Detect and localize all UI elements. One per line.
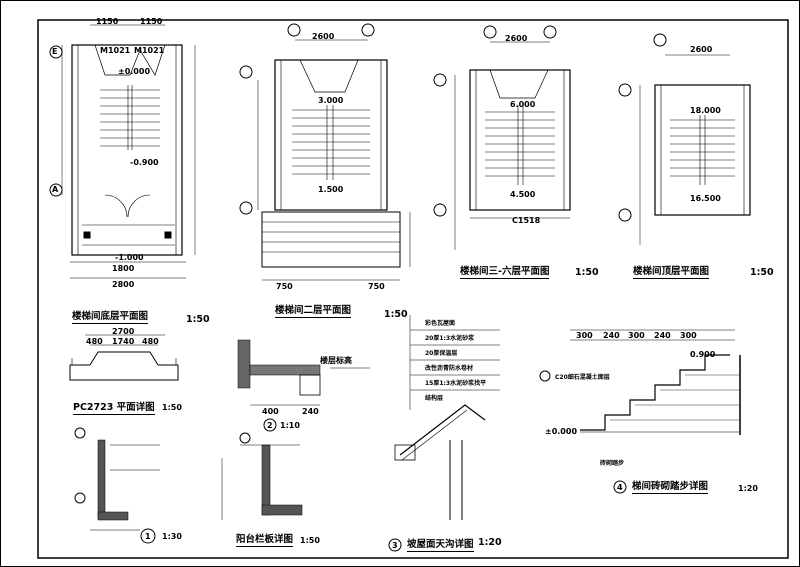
level-ground-3: -1.000 [115, 253, 144, 262]
dim-ground-top-1: 1150 [96, 17, 119, 26]
level-second-top: 3.000 [318, 96, 344, 105]
dim-roof-top: 2600 [690, 45, 713, 54]
third-sixth-floor-plan [433, 25, 571, 250]
dim-d4-tread-1: 300 [576, 331, 593, 340]
level-d4-a: 0.900 [690, 350, 716, 359]
title-second-floor-plan: 楼梯间二层平面图 [275, 302, 352, 318]
dim-second-bottom-2: 750 [368, 282, 385, 291]
dim-ground-total: 2800 [112, 280, 135, 289]
dim-d4-tread-2: 240 [603, 331, 620, 340]
callout-d2: 2 [267, 421, 273, 430]
title-brick-steps: 梯间砖砌踏步详图 [632, 478, 709, 494]
title-third-sixth-plan: 楼梯间三-六层平面图 [460, 263, 550, 279]
title-balcony-scale: 1:50 [300, 536, 320, 545]
callout-d1: 1 [145, 532, 151, 541]
roof-gutter-detail [388, 315, 500, 552]
window-tag-c1518: C1518 [512, 216, 541, 225]
dim-ground-bottom-mid: 1800 [112, 264, 135, 273]
title-brick-steps-scale: 1:20 [738, 484, 758, 493]
callout-d3: 3 [392, 541, 398, 550]
callout-d4: 4 [617, 483, 623, 492]
level-ground-2: -0.900 [130, 158, 159, 167]
axis-label-a: A [52, 185, 59, 194]
title-ground-scale: 1:50 [186, 314, 210, 325]
title-third-sixth-scale: 1:50 [575, 267, 599, 278]
dim-pc-total: 2700 [112, 327, 135, 336]
level-roof: 18.000 [690, 106, 721, 115]
title-roof-scale: 1:50 [750, 267, 774, 278]
note-roof-layer-5: 15厚1:3水泥砂浆找平 [425, 380, 487, 387]
ground-floor-plan [49, 24, 196, 279]
dim-d4-tread-4: 240 [654, 331, 671, 340]
brick-steps-detail [539, 329, 741, 494]
note-roof-layer-4: 改性沥青防水卷材 [425, 365, 474, 372]
title-second-scale: 1:50 [384, 309, 408, 320]
dim-d4-tread-3: 300 [628, 331, 645, 340]
note-roof-layer-3: 20厚保温层 [425, 350, 458, 357]
dim-second-top: 2600 [312, 32, 335, 41]
level-d4-b: ±0.000 [545, 427, 578, 436]
door-tag-m1021-1: M1021 [100, 46, 131, 55]
title-balcony: 阳台栏板详图 [236, 531, 294, 547]
dim-pc-part-2: 1740 [112, 337, 135, 346]
note-roof-layer-1: 彩色瓦屋面 [425, 320, 456, 327]
title-gutter-scale: 1:20 [478, 537, 502, 548]
axis-label-e: E [52, 47, 58, 56]
level-roof-b: 16.500 [690, 194, 721, 203]
balcony-rail-detail [221, 432, 303, 520]
title-detail1-scale: 1:30 [162, 532, 182, 541]
dim-d4-tread-5: 300 [680, 331, 697, 340]
note-brick-2: 砖砌踏步 [600, 460, 625, 467]
dim-pc-part-3: 480 [142, 337, 159, 346]
level-third-a: 4.500 [510, 190, 536, 199]
dim-ground-top-2: 1150 [140, 17, 163, 26]
note-floor-level: 楼层标高 [320, 356, 352, 365]
level-second: 1.500 [318, 185, 344, 194]
level-third-b: 6.000 [510, 100, 536, 109]
dim-d2-2: 240 [302, 407, 319, 416]
second-floor-plan [239, 23, 411, 281]
roof-floor-plan [618, 33, 751, 245]
dim-d2-1: 400 [262, 407, 279, 416]
title-detail2-scale: 1:10 [280, 421, 300, 430]
title-roof-plan: 楼梯间顶层平面图 [633, 263, 710, 279]
note-roof-layer-2: 20厚1:3水泥砂浆 [425, 335, 475, 342]
detail-1 [74, 427, 160, 544]
detail-2 [237, 339, 370, 432]
pc2723-detail [69, 334, 179, 381]
note-roof-layer-6: 结构层 [425, 395, 444, 402]
title-ground-floor-plan: 楼梯间底层平面图 [72, 308, 149, 324]
dim-second-bottom-1: 750 [276, 282, 293, 291]
dim-pc-part-1: 480 [86, 337, 103, 346]
title-pc2723-scale: 1:50 [162, 403, 182, 412]
title-pc2723: PC2723 平面详图 [73, 399, 155, 415]
level-ground-1: ±0.000 [118, 67, 151, 76]
title-gutter: 坡屋面天沟详图 [407, 536, 474, 552]
note-brick-1: C20细石混凝土面层 [555, 374, 610, 381]
dim-third-top: 2600 [505, 34, 528, 43]
door-tag-m1021-2: M1021 [134, 46, 165, 55]
